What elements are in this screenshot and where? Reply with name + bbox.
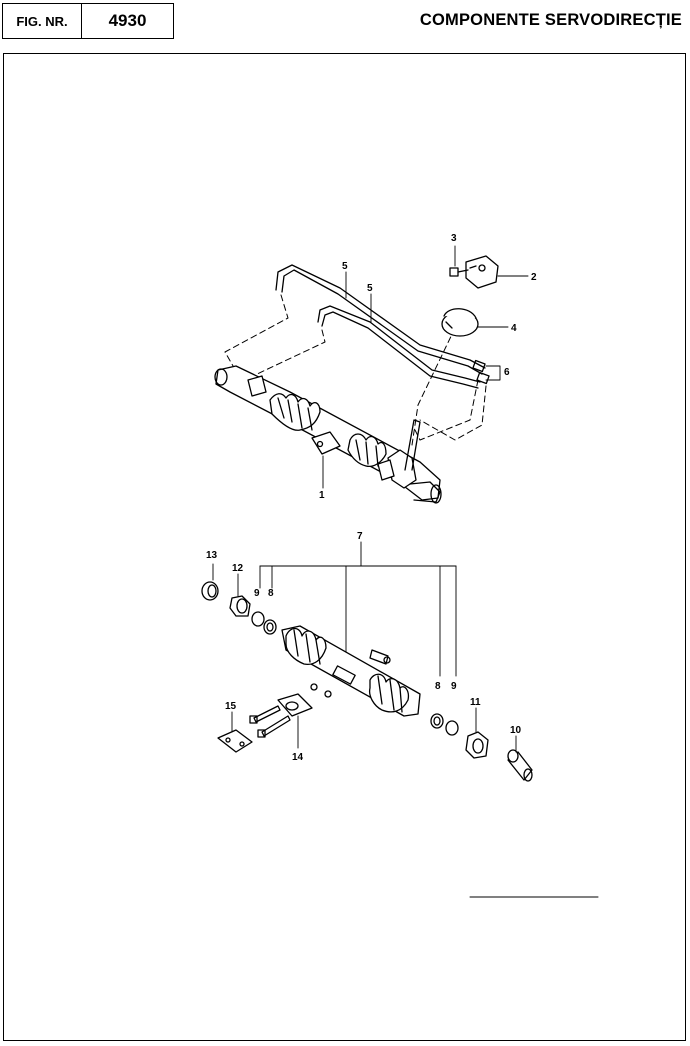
steering-rack: [281, 625, 421, 717]
seal-ring-left: [251, 611, 277, 635]
figure-number-value: 4930: [108, 11, 147, 30]
washer: [324, 690, 332, 698]
callout-9b: 9: [451, 681, 457, 692]
figure-number-box: FIG. NR. 4930: [2, 3, 174, 39]
callout-8a: 8: [268, 588, 274, 599]
callout-11: 11: [470, 697, 481, 708]
callout-6: 6: [504, 367, 510, 378]
callout-bracket-7: [259, 541, 457, 677]
callout-10: 10: [510, 725, 522, 736]
figure-number-label: FIG. NR.: [3, 4, 82, 38]
end-cap-10: [507, 749, 533, 782]
pinion-cover: [441, 308, 479, 337]
seal-ring-right: [430, 713, 459, 736]
page-title: COMPONENTE SERVODIRECȚIE: [419, 11, 682, 29]
steering-rack-housing: [214, 365, 442, 504]
callout-14: 14: [292, 752, 304, 763]
callout-5b: 5: [367, 283, 373, 294]
boot-clamp-13: [201, 581, 219, 601]
valve-body: [465, 255, 499, 289]
callout-9a: 9: [254, 588, 260, 599]
callout-7: 7: [357, 531, 363, 542]
callout-13: 13: [206, 550, 218, 561]
boot-clamp-12: [229, 595, 251, 617]
lock-plate-15: [217, 729, 253, 753]
hydraulic-pipe-upper: [275, 264, 486, 375]
callout-15: 15: [225, 701, 237, 712]
callout-5a: 5: [342, 261, 348, 272]
washer: [310, 683, 318, 691]
callout-8b: 8: [435, 681, 441, 692]
callout-3: 3: [451, 233, 457, 244]
callout-12: 12: [232, 563, 244, 574]
callout-4: 4: [511, 323, 517, 334]
pipe-connection-lines: [224, 294, 487, 446]
hydraulic-pipe-lower: [317, 305, 481, 389]
callout-2: 2: [531, 272, 537, 283]
diagram-frame: [3, 53, 686, 1041]
mounting-bolts: [249, 705, 291, 738]
boot-clamp-11: [465, 731, 489, 759]
bolt: [449, 267, 469, 277]
callout-1: 1: [319, 490, 325, 501]
mounting-plate-14: [277, 693, 313, 717]
